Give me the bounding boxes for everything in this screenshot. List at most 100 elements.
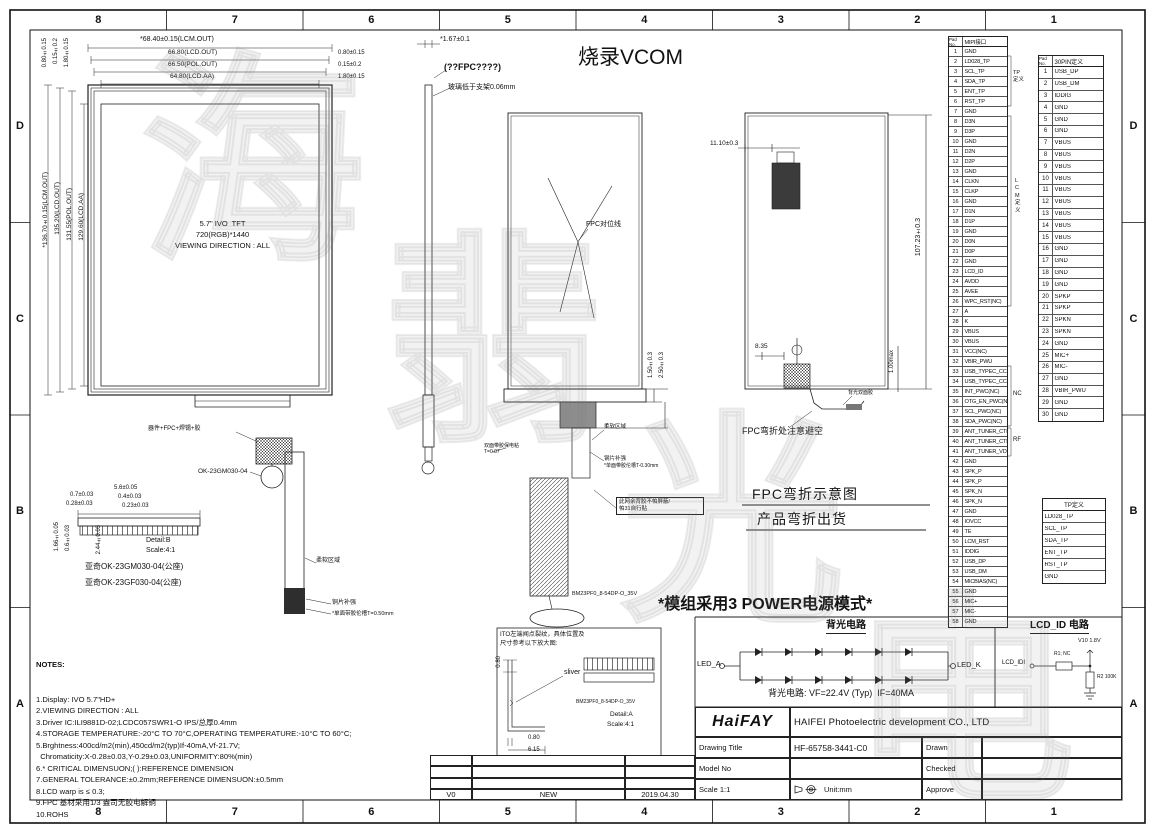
pin-number: 10 xyxy=(1039,173,1053,184)
pin-row: 16 GND xyxy=(949,197,1007,207)
pin-name: VBUS xyxy=(1054,210,1071,217)
pin-number: 21 xyxy=(949,247,963,256)
pin-name: SPKN xyxy=(1054,328,1071,335)
pin-number: 50 xyxy=(949,537,963,546)
pin-name: VCC(NC) xyxy=(964,348,987,355)
pin-table-col-header: Pad No. xyxy=(949,37,963,47)
drawn-value xyxy=(982,737,1122,758)
frame-col-label: 6 xyxy=(368,805,375,818)
frame-col-label: 6 xyxy=(368,14,375,26)
frame-col-label: 4 xyxy=(641,14,648,26)
pin-name: OTG_EN_PWC(NC) xyxy=(964,398,1008,405)
ito-connector-label: BM23PF0_8-54DP-O_35V xyxy=(576,699,636,705)
pin-table-mipi: Pad No. MIPI接口 1 GND 2 LD028_TP 3 SCL_TP… xyxy=(948,36,1008,628)
panel-spec-line1: 5.7" IVO TFT xyxy=(199,219,246,228)
pin-number: 3 xyxy=(949,67,963,76)
fpc-align-label: FPC对位线 xyxy=(586,221,621,228)
frame-col-label: 7 xyxy=(231,14,238,26)
detailb-dim-6: 1.66±0.05 xyxy=(54,522,60,552)
pin-row: 25 MIC+ xyxy=(1039,350,1103,362)
tape-groove-label: *单面带胶伦槽T=0.50mm xyxy=(332,611,394,617)
pin-row: 24 AVDD xyxy=(949,277,1007,287)
pin-row: 1 USB_DP xyxy=(1039,67,1103,79)
pin-name: IDDIG xyxy=(1054,92,1072,99)
pin-row: 55 GND xyxy=(949,587,1007,597)
note-line: 9.FPC 基材采用1/3 盎司无胶电解铜 xyxy=(36,798,156,807)
pin-row: 13 GND xyxy=(949,167,1007,177)
pin-number: 48 xyxy=(949,517,963,526)
pin-name: D2P xyxy=(964,158,975,165)
pin-row: 29 VBUS xyxy=(949,327,1007,337)
pin-name: WPC_RST(NC) xyxy=(964,298,1002,305)
pin-number: 13 xyxy=(949,167,963,176)
pin-name: IDDIG xyxy=(964,548,980,555)
pin-number: 26 xyxy=(1039,361,1053,373)
drawing-title-label: Drawing Title xyxy=(695,737,790,758)
model-no-label: Model No xyxy=(695,758,790,779)
pin-name: SPKN xyxy=(1054,317,1071,324)
dim-top-offset: 11.10±0.3 xyxy=(710,140,739,147)
pin-number: 54 xyxy=(949,577,963,586)
pin-row: 21 SPKP xyxy=(1039,302,1103,315)
pin-row: 11 D2N xyxy=(949,147,1007,157)
frame-col-label: 4 xyxy=(641,805,648,818)
pin-number: 14 xyxy=(1039,220,1053,232)
pin-number: 17 xyxy=(1039,255,1053,267)
pin-name: GND xyxy=(964,458,977,465)
note-line: 3.Driver IC:ILI9881D-02;LCDC057SWR1-O IP… xyxy=(36,717,237,727)
pin-number: 4 xyxy=(1039,102,1053,114)
fpc-question-note: (??FPC????) xyxy=(444,62,501,72)
model-no-value xyxy=(790,758,922,779)
frame-row-label: A xyxy=(1129,697,1138,710)
pin-number: 42 xyxy=(949,457,963,466)
note-line: 8.LCD warp is ≤ 0.3; xyxy=(36,786,105,796)
notes-block: NOTES: 1.Display: IVO 5.7"HD+2.VIEWING D… xyxy=(36,636,351,832)
fpc-bend-diagram-title: FPC弯折示意图 xyxy=(752,486,858,502)
pin-number: 20 xyxy=(1039,291,1053,302)
pin-number: 55 xyxy=(949,587,963,596)
frame-col-label: 3 xyxy=(777,14,784,26)
ito-note-line2: 尺寸参考以下放大图: xyxy=(500,640,558,647)
pin-name: GND xyxy=(1054,246,1068,253)
frame-col-label: 2 xyxy=(914,805,921,818)
pin-number: 15 xyxy=(949,187,963,196)
pin-number: 13 xyxy=(1039,208,1053,220)
center-view-linework xyxy=(491,112,668,628)
pin-row: 20 SPKP xyxy=(1039,291,1103,303)
dim-edge-2: 0.15±0.2 xyxy=(338,62,362,68)
approve-label: Approve xyxy=(922,779,982,800)
pin-number: 23 xyxy=(949,267,963,276)
tp-signal-table: TP定义 LD028_TP SCL_TP SDA_TP ENT_TP RST_T… xyxy=(1042,498,1106,584)
detailb-dim-2: 0.4±0.03 xyxy=(118,494,142,500)
pin-name: GND xyxy=(964,138,977,145)
pin-row: 22 SPKN xyxy=(1039,314,1103,327)
pin-row: 16 GND xyxy=(1039,243,1103,256)
pin-number: 52 xyxy=(949,557,963,566)
pin-row: 23 SPKN xyxy=(1039,326,1103,339)
frame-col-label: 8 xyxy=(95,805,102,818)
pin-name: D2N xyxy=(964,148,976,155)
pin-row: 7 GND xyxy=(949,107,1007,117)
pin-group-nc-label: NC xyxy=(1013,391,1022,397)
pin-number: 6 xyxy=(1039,125,1053,137)
panel-spec-line2: 720(RGB)*1440 xyxy=(195,230,250,239)
pin-name: GND xyxy=(964,198,977,205)
pin-row: 3 SCL_TP xyxy=(949,67,1007,77)
dim-lcm-out-width: *68.40±0.15(LCM.OUT) xyxy=(140,36,214,43)
frame-col-label: 5 xyxy=(504,805,511,818)
pin-name: CLKP xyxy=(964,188,979,195)
pin-number: 33 xyxy=(949,367,963,376)
pin-name: GND xyxy=(1054,269,1068,276)
pin-number: 49 xyxy=(949,527,963,536)
checked-value xyxy=(982,758,1122,779)
pin-number: 18 xyxy=(949,217,963,226)
ito-dim-b2: 6.15 xyxy=(528,747,540,753)
pin-row: 9 VBUS xyxy=(1039,161,1103,174)
soft-area-label: 柔软区域 xyxy=(316,558,341,564)
pin-name: MICBIAS(NC) xyxy=(964,578,998,585)
dim-edge-v2: 0.15±0.2 xyxy=(53,38,59,65)
pin-number: 23 xyxy=(1039,326,1053,338)
drawing-number: HF-65758-3441-C0 xyxy=(790,737,922,758)
pin-name: GND xyxy=(1054,412,1068,418)
